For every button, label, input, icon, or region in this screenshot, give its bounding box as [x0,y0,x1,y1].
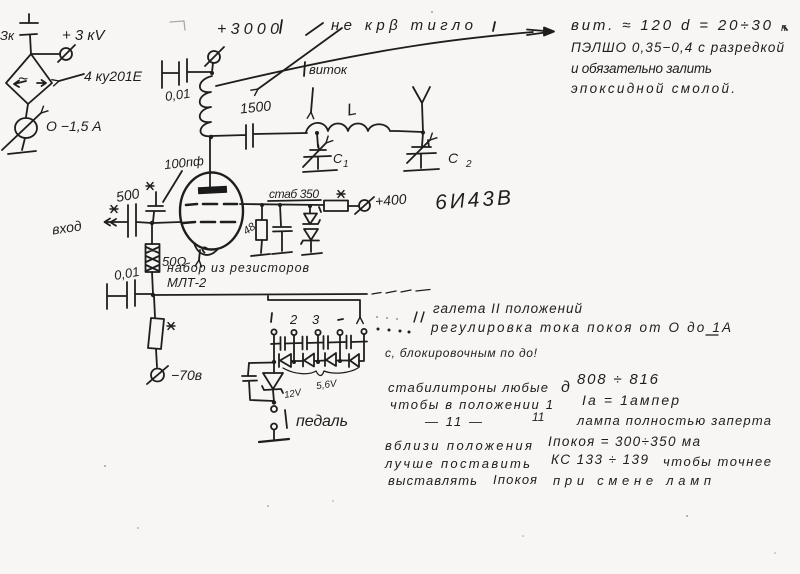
svg-text:ПЭЛШО 0,35−0,4 с разредкой: ПЭЛШО 0,35−0,4 с разредкой [571,40,784,55]
svg-text:галета II положений: галета II положений [433,301,582,316]
svg-text:808 ÷ 816: 808 ÷ 816 [577,371,659,388]
svg-text:5,6V: 5,6V [316,378,339,392]
svg-text:и обязательно залить: и обязательно залить [571,61,712,76]
svg-text:чтобы точнее: чтобы точнее [663,454,771,469]
svg-text:0,01: 0,01 [113,264,141,283]
svg-text:стаб 350: стаб 350 [269,187,319,201]
svg-text:эпоксидной смолой.: эпоксидной смолой. [571,81,735,96]
svg-text:11: 11 [532,410,544,424]
svg-text:вход: вход [51,217,83,237]
svg-text:~: ~ [18,69,28,88]
svg-text:1: 1 [343,159,349,170]
svg-text:д: д [561,379,570,396]
svg-text:−70в: −70в [171,367,202,383]
svg-text:0,01: 0,01 [164,86,191,104]
svg-text:чтобы в положении 1: чтобы в положении 1 [390,397,553,412]
svg-text:+3000: +3000 [217,21,279,38]
svg-text:виток: виток [309,62,348,77]
svg-text:О −1,5 А: О −1,5 А [46,118,102,134]
svg-text:1500: 1500 [239,97,272,116]
svg-text:+400: +400 [374,191,407,210]
svg-text:100пф: 100пф [163,153,204,172]
svg-text:3: 3 [312,312,320,327]
svg-text:Iпокоя = 300÷350 ма: Iпокоя = 300÷350 ма [548,434,700,449]
svg-text:выставлять: выставлять [388,473,477,488]
svg-text:с, блокировочным по до!: с, блокировочным по до! [385,346,538,360]
svg-text:МЛТ-2: МЛТ-2 [167,275,207,290]
svg-text:вблизи положения: вблизи положения [385,438,532,453]
svg-text:Зк: Зк [0,28,15,43]
svg-text:к: к [781,22,787,34]
svg-text:L: L [345,99,358,119]
svg-text:С: С [448,150,459,166]
svg-text:лучше поставить: лучше поставить [384,456,530,471]
svg-text:С: С [333,151,343,166]
svg-text:2: 2 [289,312,298,327]
svg-text:КС 133 ÷ 139: КС 133 ÷ 139 [551,452,648,467]
svg-text:+ 3 кV: + 3 кV [62,27,107,44]
svg-text:2: 2 [465,159,472,170]
svg-text:лампа полностью заперта: лампа полностью заперта [576,413,771,428]
svg-text:500: 500 [115,185,141,205]
svg-text:Iа = 1ампер: Iа = 1ампер [582,392,679,408]
svg-text:стабилитроны любые: стабилитроны любые [388,380,548,395]
svg-text:педаль: педаль [296,413,348,430]
svg-text:набор из резисторов: набор из резисторов [167,261,309,275]
svg-text:50Ω: 50Ω [162,254,186,269]
svg-text:4 ку201Е: 4 ку201Е [84,68,143,84]
svg-text:Iпокоя: Iпокоя [493,472,537,487]
svg-text:12V: 12V [283,387,303,401]
